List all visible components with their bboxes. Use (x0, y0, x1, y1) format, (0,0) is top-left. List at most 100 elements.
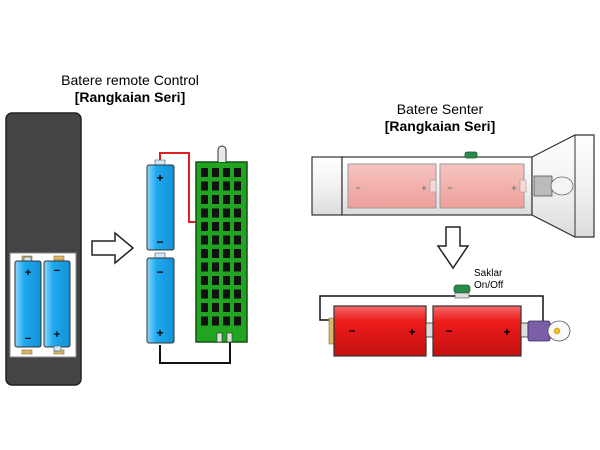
minus-sign: − (355, 183, 360, 193)
board-key (201, 168, 208, 177)
minus-sign: − (25, 333, 31, 345)
board-key (223, 289, 230, 299)
plus-sign: + (156, 171, 163, 185)
board-key (212, 195, 219, 204)
board-key (223, 195, 230, 204)
series-circuit-remote: + − − + (146, 145, 248, 364)
circuit-battery-1: + − (146, 159, 175, 251)
plus-sign: + (421, 183, 426, 193)
black-wire (159, 340, 231, 364)
minus-sign: − (348, 324, 355, 338)
board-key (234, 222, 241, 231)
remote-control: + − − + (5, 112, 82, 386)
board-key (212, 168, 219, 177)
board-key (201, 222, 208, 231)
board-key (234, 289, 241, 299)
board-key (201, 235, 208, 245)
board-key (234, 262, 241, 272)
minus-sign: − (447, 183, 452, 193)
board-key (201, 195, 208, 204)
board-key (234, 208, 241, 218)
board-key (201, 249, 208, 258)
board-key (234, 249, 241, 258)
board-key (223, 168, 230, 177)
board-key (223, 235, 230, 245)
switch-label-line1: Saklar (474, 268, 503, 279)
board-key (212, 235, 219, 245)
board-key (201, 262, 208, 272)
board-terminal (216, 332, 223, 343)
remote-title: Batere remote Control [Rangkaian Seri] (40, 72, 220, 106)
board-key (201, 316, 208, 326)
minus-sign: − (54, 265, 60, 277)
switch-icon (453, 284, 471, 294)
switch-label: Saklar On/Off (474, 268, 503, 292)
flashlight-bulb-base (533, 175, 553, 197)
circuit-battery-2: − + (146, 252, 175, 344)
board-key (234, 316, 241, 326)
board-key (212, 276, 219, 285)
board-key (212, 181, 219, 191)
board-key (223, 249, 230, 258)
board-key (201, 181, 208, 191)
board-key (223, 303, 230, 312)
board-key (212, 316, 219, 326)
switch-base (454, 292, 470, 299)
flashlight-bulb-icon (550, 176, 574, 196)
arrow-right-icon (91, 231, 135, 265)
minus-sign: − (445, 324, 452, 338)
board-key (223, 222, 230, 231)
bulb-filament (553, 327, 561, 335)
remote-subtitle: [Rangkaian Seri] (74, 89, 186, 105)
bulb-base (527, 320, 551, 342)
remote-title-text: Batere remote Control (61, 72, 199, 88)
plus-sign: + (511, 183, 516, 193)
flashlight-battery-1: − + (347, 163, 437, 209)
circuit-board-keys (201, 168, 241, 326)
flashlight-title: Batere Senter [Rangkaian Seri] (365, 101, 515, 135)
wire (319, 295, 455, 321)
board-key (234, 276, 241, 285)
remote-terminal (21, 349, 33, 355)
minus-sign: − (156, 235, 163, 249)
plus-sign: + (503, 325, 510, 339)
flashlight: − + − + (311, 134, 595, 238)
board-key (201, 303, 208, 312)
plus-sign: + (54, 329, 60, 341)
flashlight-subtitle: [Rangkaian Seri] (384, 118, 496, 134)
switch-label-line2: On/Off (474, 280, 504, 291)
board-key (223, 276, 230, 285)
board-key (234, 303, 241, 312)
flashlight-switch (464, 151, 478, 159)
plus-sign: + (156, 326, 163, 340)
board-key (212, 289, 219, 299)
board-key (212, 222, 219, 231)
board-key (212, 303, 219, 312)
series-circuit-flashlight: − + − + (319, 284, 571, 357)
board-key (223, 181, 230, 191)
spring-terminal (328, 317, 335, 345)
flashlight-battery-2: − + (439, 163, 527, 209)
board-key (234, 168, 241, 177)
board-key (234, 235, 241, 245)
board-key (223, 316, 230, 326)
flashlight-title-text: Batere Senter (396, 101, 484, 117)
board-key (212, 249, 219, 258)
remote-battery-2: − + (43, 260, 71, 352)
arrow-down-icon (436, 226, 470, 270)
board-key (201, 276, 208, 285)
red-battery-2: − + (432, 305, 529, 357)
board-key (212, 208, 219, 218)
board-key (234, 195, 241, 204)
board-key (212, 262, 219, 272)
flashlight-cap (311, 156, 343, 216)
remote-terminal (53, 255, 65, 261)
board-key (223, 262, 230, 272)
plus-sign: + (25, 267, 31, 279)
board-key (201, 289, 208, 299)
board-terminal (226, 332, 233, 343)
led-icon (217, 145, 227, 162)
board-key (223, 208, 230, 218)
red-battery-1: − + (333, 305, 434, 357)
